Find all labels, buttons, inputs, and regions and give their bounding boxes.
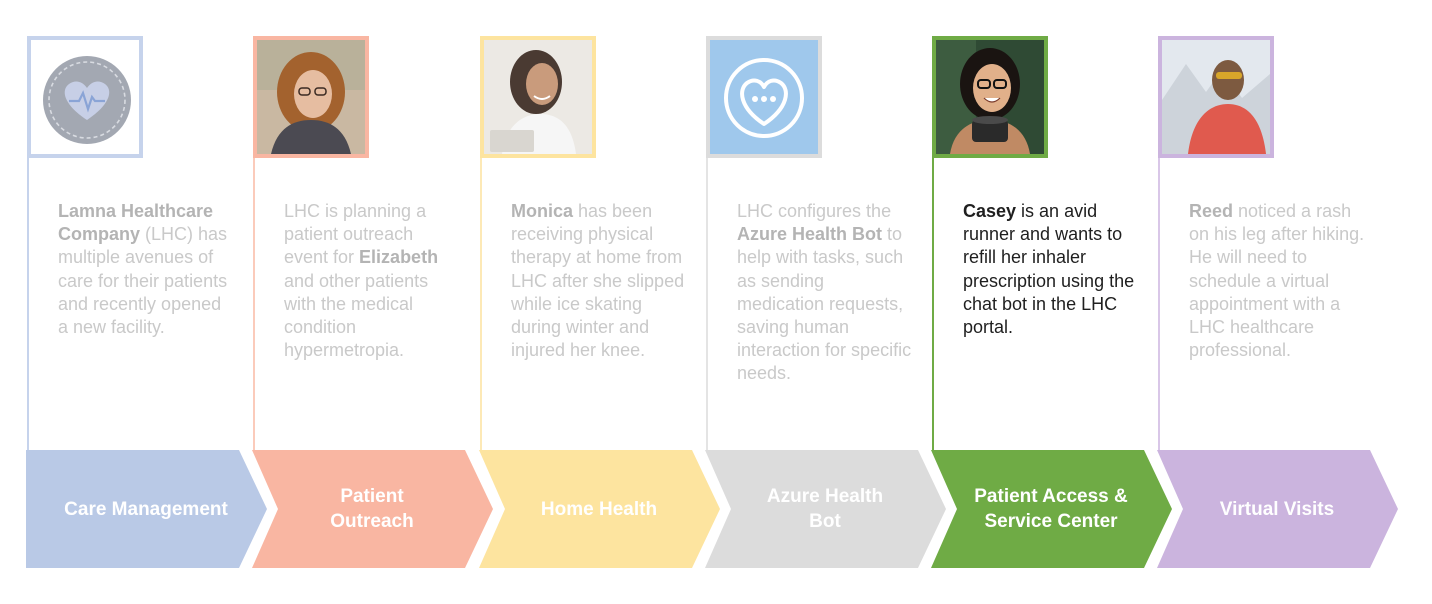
stage-azure-health-bot: LHC configures the Azure Health Bot to h… [705,0,946,604]
stage-chevron: Azure Health Bot [705,450,948,568]
stage-divider-line [480,40,482,452]
stage-divider-line [706,40,708,452]
story-run: has been receiving physical therapy at h… [511,201,685,361]
story-emphasis: Elizabeth [359,247,439,268]
stage-patient-access: Casey is an avid runner and wants to ref… [931,0,1172,604]
story-run: is an avid runner and wants to refill he… [963,201,1135,338]
story-emphasis: Azure Health Bot [737,224,883,245]
stage-chevron: Home Health [479,450,722,568]
stage-chevron: Patient Access & Service Center [931,450,1174,568]
stage-story-text: Monica has been receiving physical thera… [511,200,689,362]
stage-divider-line [1158,40,1160,452]
stage-label: Azure Health Bot [766,486,884,532]
story-emphasis: Lamna Healthcare Company [58,201,214,245]
stage-label: Home Health [540,498,658,520]
stage-story-text: Casey is an avid runner and wants to ref… [963,200,1141,339]
story-run: to help with tasks, such as sending medi… [737,224,912,384]
story-run: and other patients with the medical cond… [284,270,429,361]
stage-label: Virtual Visits [1219,498,1335,520]
stage-label: Patient Access & Service Center [974,486,1128,532]
stage-story-text: Lamna Healthcare Company (LHC) has multi… [58,200,236,339]
story-run: noticed a rash on his leg after hiking. … [1189,201,1365,361]
patient-photo-reed [1158,36,1274,158]
stage-chevron: Patient Outreach [252,450,495,568]
story-run: LHC is planning a patient outreach event… [284,201,427,268]
story-emphasis: Reed [1189,201,1234,221]
patient-photo-casey [932,36,1048,158]
stage-divider-line [932,40,934,452]
stage-virtual-visits: Reed noticed a rash on his leg after hik… [1157,0,1398,604]
stage-home-health: Monica has been receiving physical thera… [479,0,720,604]
story-run: LHC configures the [737,201,892,221]
stage-label: Patient Outreach [330,486,414,532]
stage-chevron: Care Management [26,450,269,568]
stage-chevron: Virtual Visits [1157,450,1400,568]
stage-story-text: Reed noticed a rash on his leg after hik… [1189,200,1367,362]
stage-story-text: LHC configures the Azure Health Bot to h… [737,200,915,386]
stage-divider-line [27,40,29,452]
heart-pulse-icon [27,36,143,158]
story-emphasis: Monica [511,201,574,221]
stage-label: Care Management [64,498,228,520]
patient-photo-elizabeth [253,36,369,158]
stage-care-management: Lamna Healthcare Company (LHC) has multi… [26,0,267,604]
stage-patient-outreach: LHC is planning a patient outreach event… [252,0,493,604]
stage-divider-line [253,40,255,452]
stage-story-text: LHC is planning a patient outreach event… [284,200,462,362]
patient-photo-monica [480,36,596,158]
story-run: (LHC) has multiple avenues of care for t… [58,224,228,338]
chat-heart-icon [706,36,822,158]
story-emphasis: Casey [963,201,1017,221]
